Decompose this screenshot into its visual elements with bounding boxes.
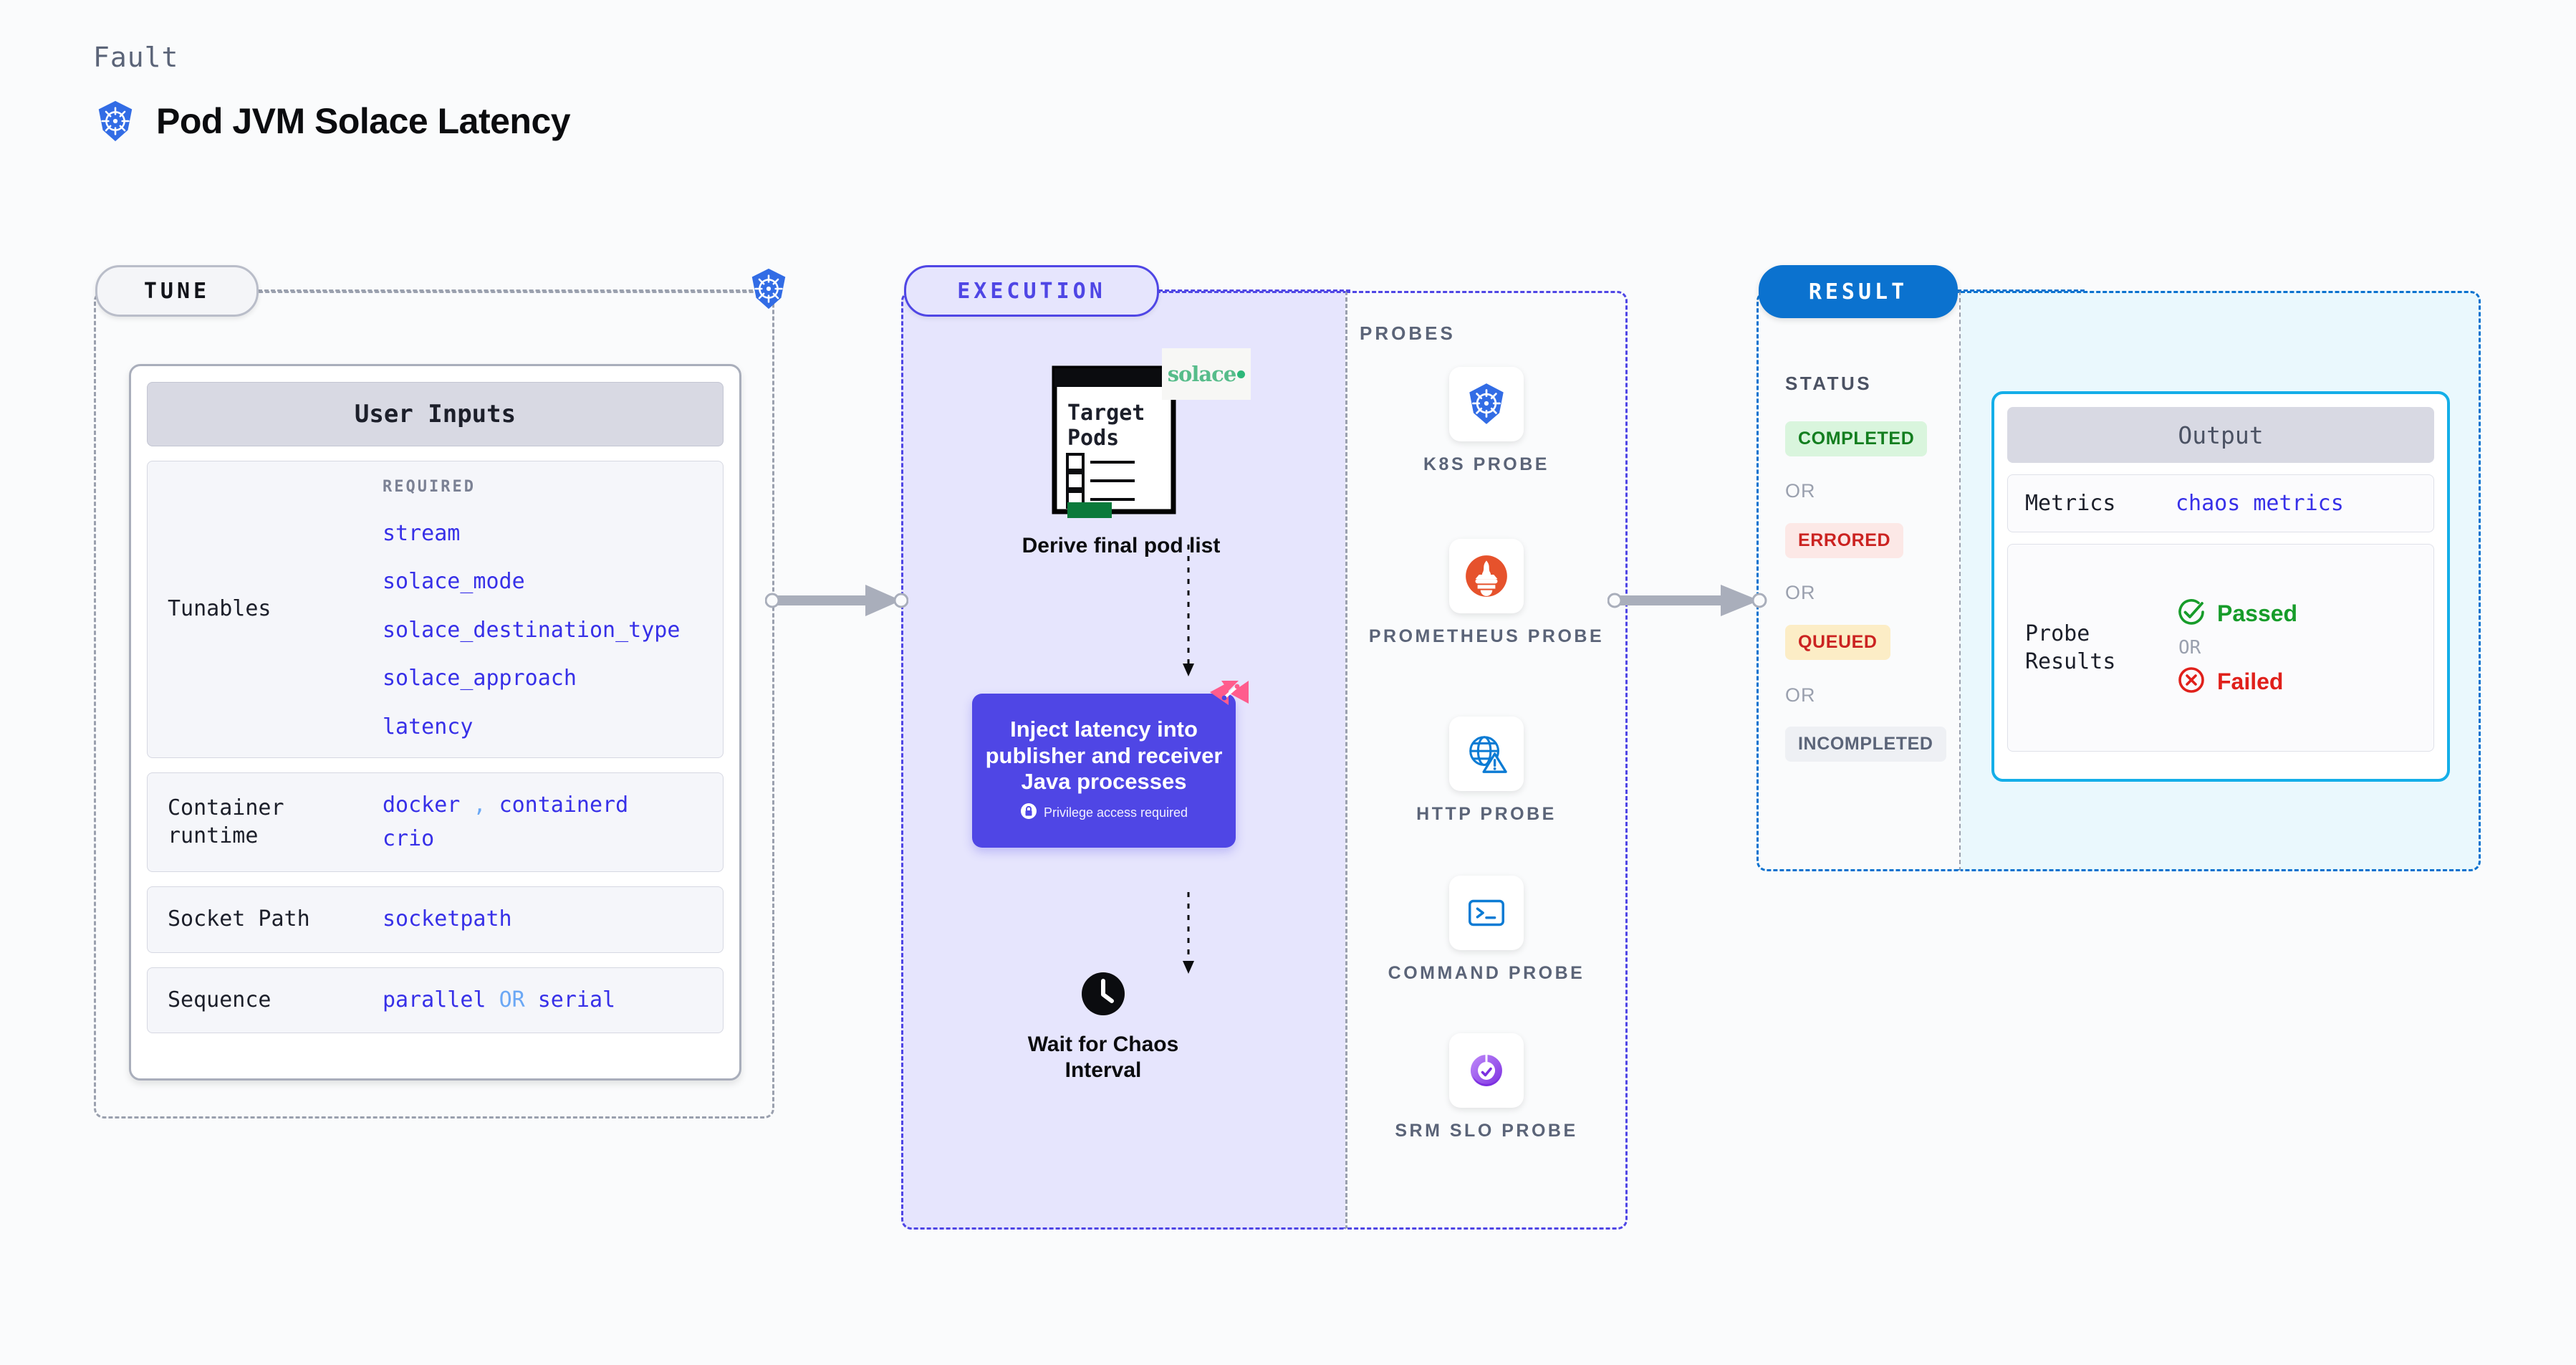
lock-icon bbox=[1020, 803, 1037, 823]
check-circle-icon bbox=[2176, 596, 2207, 631]
wait-caption: Wait for Chaos Interval bbox=[1027, 1033, 1179, 1082]
tunable-solace-destination-type: solace_destination_type bbox=[383, 617, 681, 643]
failed-label: Failed bbox=[2217, 669, 2284, 694]
tune-row-tunables: Tunables REQUIRED stream solace_mode sol… bbox=[147, 461, 724, 758]
privilege-note: Privilege access required bbox=[1020, 803, 1188, 823]
probe-item-k8s[interactable]: K8S PROBE bbox=[1345, 367, 1628, 476]
status-badge-queued: QUEUED bbox=[1785, 625, 1890, 660]
container-runtime-containerd: containerd bbox=[499, 792, 629, 818]
kubernetes-icon bbox=[93, 99, 138, 143]
kubernetes-icon bbox=[1449, 367, 1524, 441]
container-runtime-label: Container runtime bbox=[168, 795, 284, 848]
probe-item-srm-slo[interactable]: SRM SLO PROBE bbox=[1345, 1033, 1628, 1143]
inject-card-title: Inject latency into publisher and receiv… bbox=[985, 717, 1223, 795]
output-card: Output Metrics chaos metrics Probe Resul… bbox=[1991, 391, 2450, 782]
socket-path-label: Socket Path bbox=[168, 906, 310, 932]
title-row: Pod JVM Solace Latency bbox=[93, 99, 571, 143]
probe-results-or: OR bbox=[2178, 637, 2201, 658]
container-runtime-docker: docker bbox=[383, 792, 461, 818]
execution-connector-line bbox=[1158, 289, 1350, 292]
output-row-probe-results: Probe Results Passed OR bbox=[2007, 544, 2434, 752]
status-badge-errored: ERRORED bbox=[1785, 523, 1904, 558]
kubernetes-badge-icon bbox=[746, 267, 791, 315]
sequence-or: OR bbox=[499, 987, 525, 1012]
output-row-metrics: Metrics chaos metrics bbox=[2007, 474, 2434, 532]
result-connector-line bbox=[1957, 289, 2085, 292]
derive-pod-list-block: Target Pods solace Derive final pod list bbox=[1003, 348, 1251, 558]
http-globe-warning-icon bbox=[1449, 717, 1524, 791]
svg-text:Target: Target bbox=[1067, 401, 1145, 426]
privilege-note-text: Privilege access required bbox=[1043, 805, 1188, 820]
harness-chaos-badge-icon bbox=[1207, 676, 1251, 722]
tunable-solace-mode: solace_mode bbox=[383, 569, 525, 595]
tune-row-container-runtime: Container runtime docker , containerd cr… bbox=[147, 772, 724, 872]
x-circle-icon bbox=[2176, 664, 2207, 699]
metrics-value: chaos metrics bbox=[2176, 491, 2344, 516]
wait-for-chaos-interval-block: Wait for Chaos Interval bbox=[1024, 971, 1182, 1083]
page-header: Fault Pod JVM Solace Latency bbox=[93, 42, 571, 143]
tunable-solace-approach: solace_approach bbox=[383, 666, 577, 691]
sequence-label: Sequence bbox=[168, 987, 271, 1012]
probe-label-k8s: K8S PROBE bbox=[1423, 454, 1549, 474]
metrics-label: Metrics bbox=[2025, 491, 2116, 516]
stage-tab-result[interactable]: RESULT bbox=[1759, 265, 1958, 318]
document-green-bar bbox=[1067, 502, 1112, 518]
clock-icon bbox=[1080, 972, 1126, 1020]
tune-row-sequence: Sequence parallel OR serial bbox=[147, 967, 724, 1033]
probe-item-http[interactable]: HTTP PROBE bbox=[1345, 717, 1628, 826]
status-title: STATUS bbox=[1785, 373, 1873, 394]
srm-slo-icon bbox=[1449, 1033, 1524, 1108]
output-title: Output bbox=[2007, 407, 2434, 463]
sequence-parallel: parallel bbox=[383, 987, 486, 1012]
status-or-1: OR bbox=[1785, 480, 1816, 502]
target-pods-document-icon: Target Pods solace bbox=[1040, 348, 1251, 518]
solace-logo: solace bbox=[1162, 348, 1251, 400]
container-runtime-crio: crio bbox=[383, 825, 435, 851]
status-or-2: OR bbox=[1785, 582, 1816, 603]
arrow-execution-to-result bbox=[1607, 580, 1769, 624]
probe-label-command: COMMAND PROBE bbox=[1388, 963, 1585, 983]
svg-text:Pods: Pods bbox=[1067, 426, 1119, 451]
socket-path-value: socketpath bbox=[383, 906, 512, 931]
stage-tab-tune[interactable]: TUNE bbox=[95, 265, 259, 317]
fault-label: Fault bbox=[93, 42, 179, 73]
passed-label: Passed bbox=[2217, 600, 2298, 626]
tunable-stream: stream bbox=[383, 520, 461, 546]
inject-latency-card: Inject latency into publisher and receiv… bbox=[972, 681, 1249, 848]
page-title: Pod JVM Solace Latency bbox=[156, 101, 571, 141]
arrow-derive-to-inject bbox=[1181, 545, 1196, 684]
probe-label-http: HTTP PROBE bbox=[1416, 804, 1557, 824]
probe-label-srm-slo: SRM SLO PROBE bbox=[1395, 1121, 1578, 1141]
probe-label-prometheus: PROMETHEUS PROBE bbox=[1368, 626, 1605, 646]
status-badge-incompleted: INCOMPLETED bbox=[1785, 727, 1946, 762]
arrow-inject-to-wait bbox=[1181, 892, 1196, 982]
required-tag: REQUIRED bbox=[383, 477, 476, 496]
container-runtime-separator: , bbox=[473, 792, 486, 818]
tunables-label: Tunables bbox=[168, 596, 271, 622]
tunable-latency: latency bbox=[383, 714, 474, 739]
probe-item-command[interactable]: COMMAND PROBE bbox=[1345, 876, 1628, 985]
probe-result-failed: Failed bbox=[2176, 664, 2297, 699]
arrow-tune-to-execution bbox=[764, 580, 909, 624]
status-or-3: OR bbox=[1785, 684, 1816, 706]
sequence-serial: serial bbox=[537, 987, 616, 1012]
status-badge-completed: COMPLETED bbox=[1785, 421, 1928, 456]
tune-row-socket-path: Socket Path socketpath bbox=[147, 886, 724, 953]
user-inputs-title: User Inputs bbox=[147, 382, 724, 446]
probe-results-label: Probe Results bbox=[2025, 621, 2116, 674]
tune-connector-line bbox=[258, 289, 759, 292]
tune-user-inputs-card: User Inputs Tunables REQUIRED stream sol… bbox=[129, 364, 741, 1081]
tune-region bbox=[94, 291, 774, 1119]
derive-caption: Derive final pod list bbox=[1022, 534, 1221, 557]
probe-item-prometheus[interactable]: PROMETHEUS PROBE bbox=[1345, 539, 1628, 648]
probe-result-passed: Passed bbox=[2176, 596, 2297, 631]
terminal-icon bbox=[1449, 876, 1524, 950]
prometheus-icon bbox=[1449, 539, 1524, 613]
probes-title: PROBES bbox=[1360, 322, 1456, 344]
stage-tab-execution[interactable]: EXECUTION bbox=[904, 265, 1159, 317]
